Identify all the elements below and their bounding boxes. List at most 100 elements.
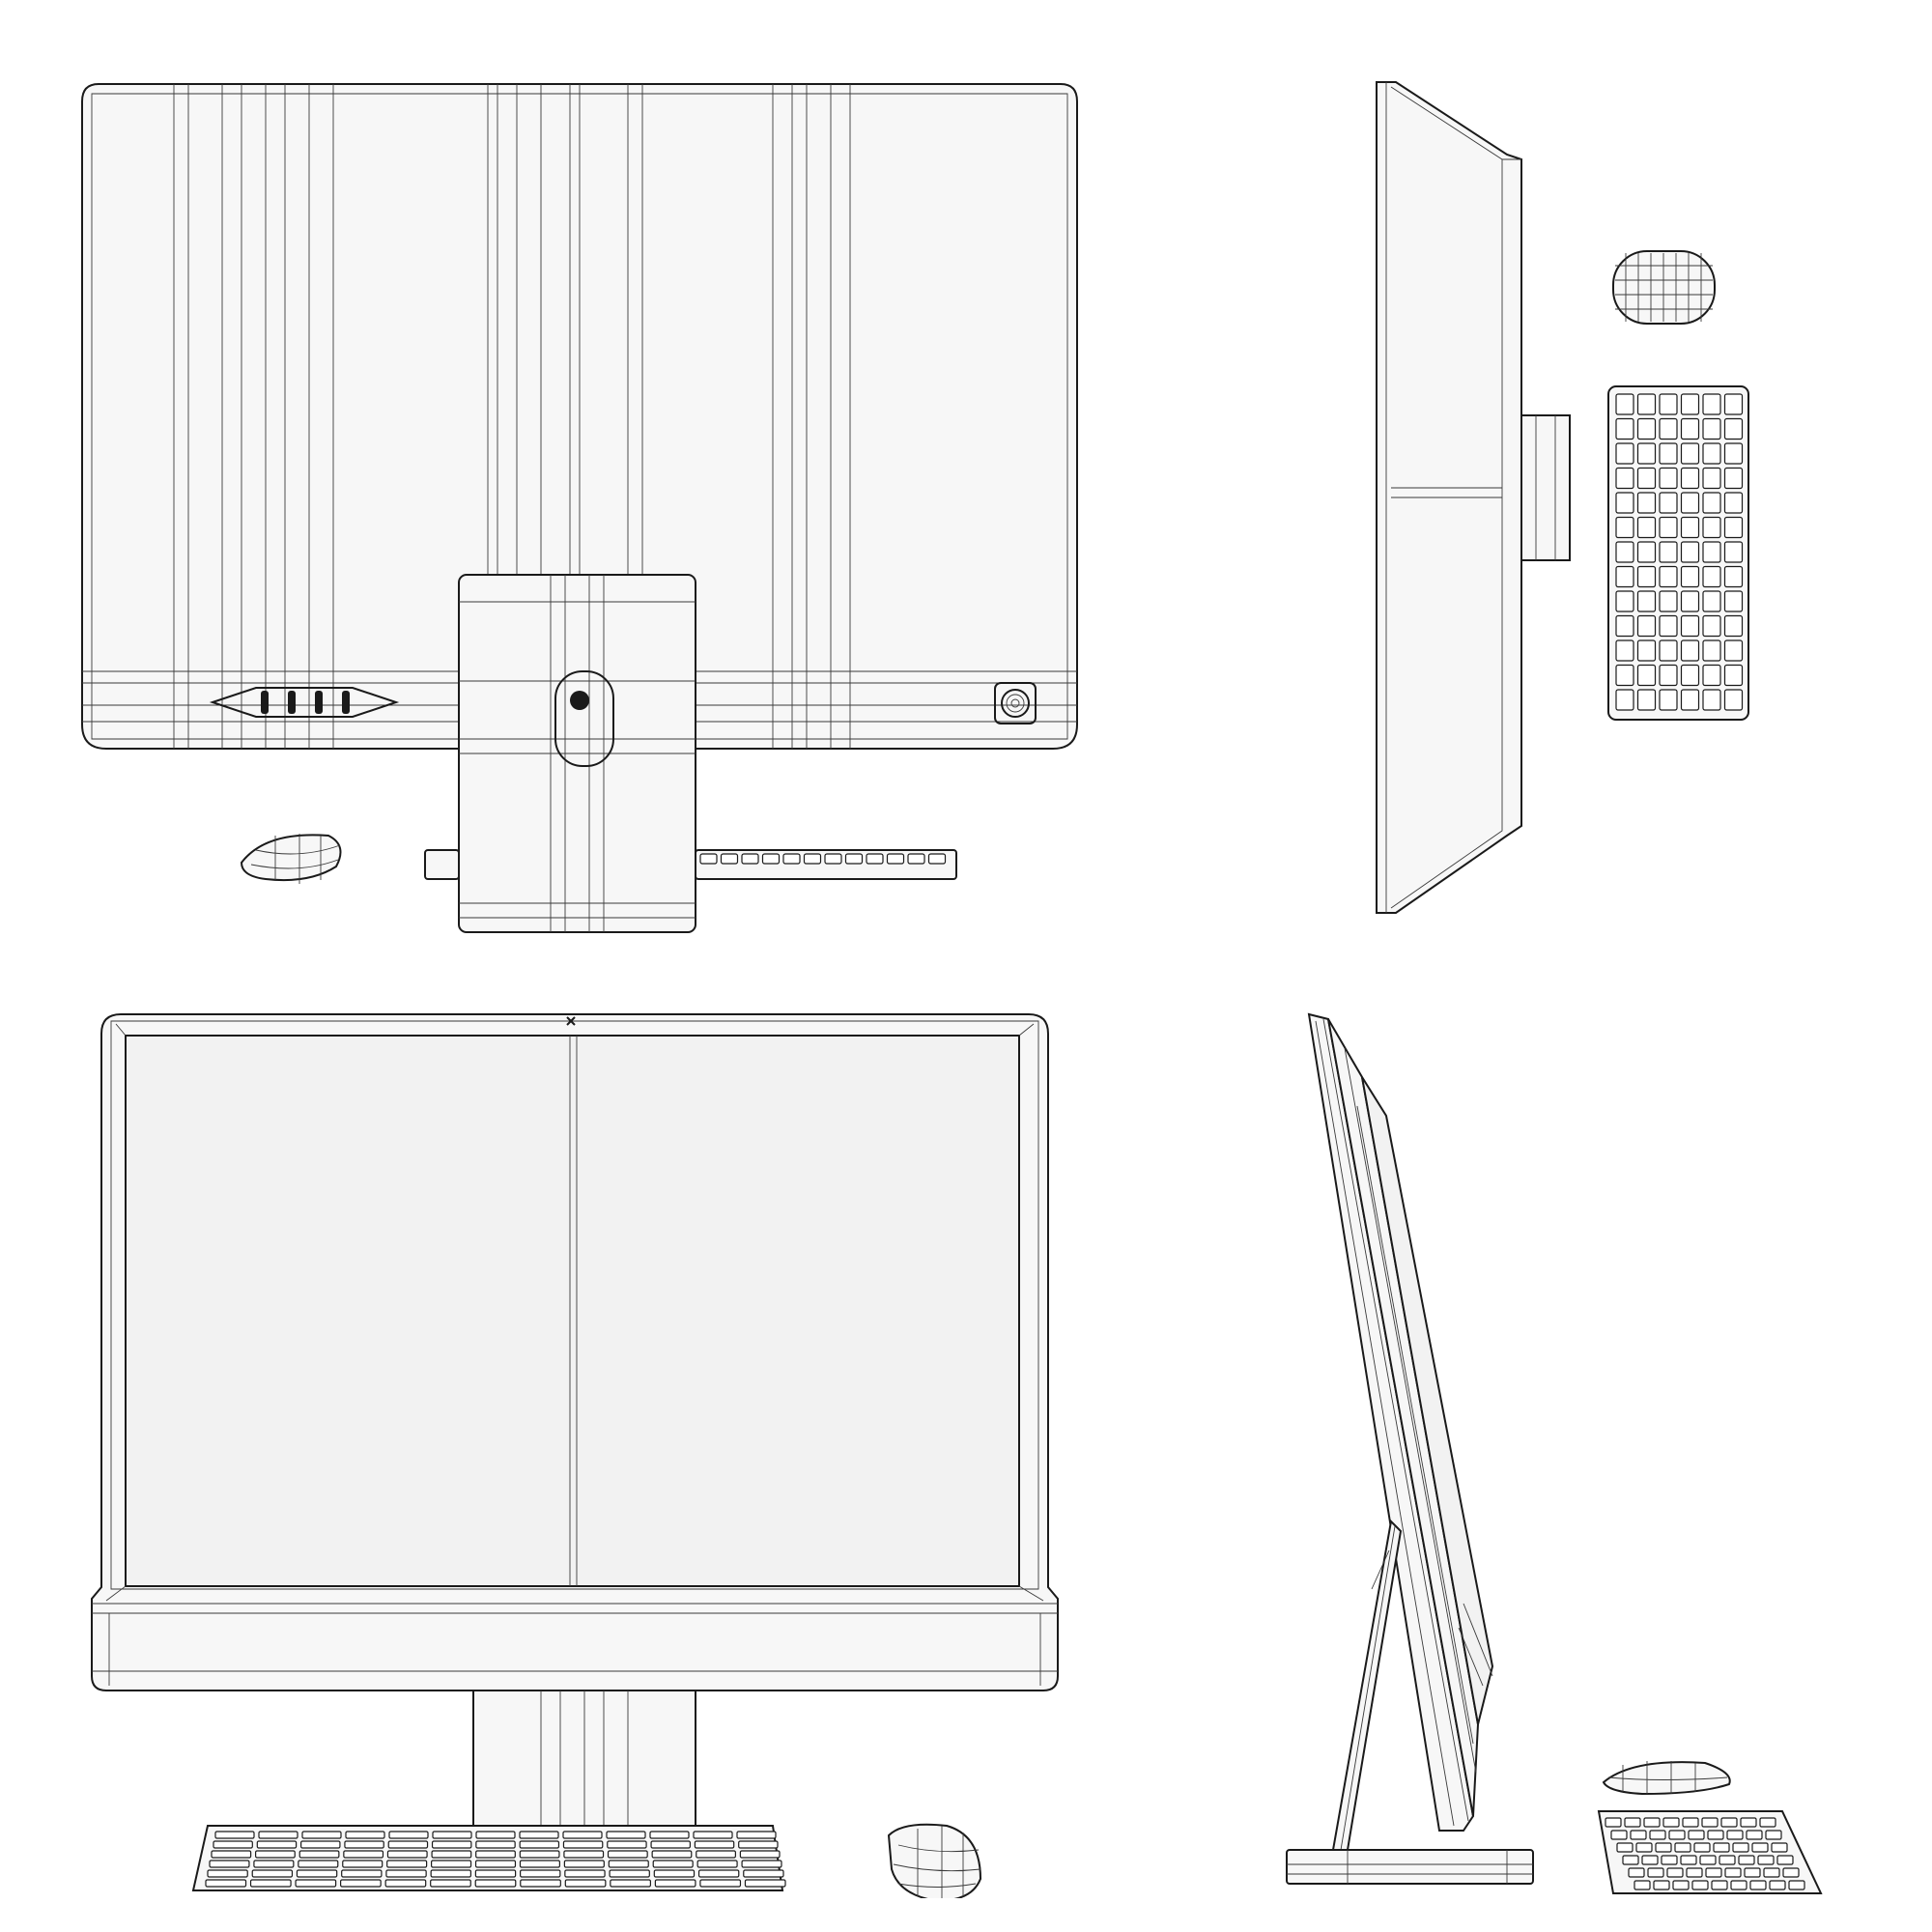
keyboard-key: [251, 1869, 294, 1878]
keyboard-key: [1636, 467, 1657, 490]
keyboard-key: [298, 1850, 340, 1859]
keyboard-key: [1635, 1842, 1653, 1853]
keyboard-key: [1699, 1855, 1717, 1865]
keyboard-key: [1666, 1867, 1684, 1878]
keyboard-key: [209, 1860, 250, 1868]
keyboard-key: [386, 1850, 428, 1859]
keyboard-key: [1691, 1880, 1709, 1890]
keyboard-key: [1723, 689, 1744, 711]
keyboard-key: [256, 1840, 298, 1849]
keyboard-key: [340, 1879, 382, 1888]
keyboard-key: [258, 1831, 298, 1839]
keyboard-key: [1769, 1880, 1786, 1890]
keyboard-key: [1723, 467, 1744, 490]
keyboard-rear: [424, 849, 957, 880]
keyboard-key: [1680, 467, 1700, 490]
keyboard-key: [1702, 417, 1721, 440]
keyboard-key: [342, 1860, 384, 1868]
keyboard-key: [1615, 442, 1634, 465]
keyboard-key: [736, 1831, 777, 1839]
keyboard-key: [907, 853, 925, 865]
keyboard-key: [1659, 516, 1678, 539]
keyboard-key: [1615, 689, 1634, 711]
keyboard-key: [298, 1860, 339, 1868]
keyboard-key: [1746, 1830, 1763, 1840]
keyboard-key: [927, 853, 947, 865]
keyboard-key: [1788, 1880, 1805, 1890]
keyboard-key: [1707, 1830, 1724, 1840]
keyboard-key: [1628, 1867, 1645, 1878]
keyboard-key: [1659, 590, 1678, 612]
keyboard-key: [1711, 1880, 1728, 1890]
keyboard-key: [1615, 467, 1634, 490]
keyboard-key: [761, 853, 781, 865]
keyboard-key: [607, 1850, 648, 1859]
keyboard-key: [296, 1869, 338, 1878]
keyboard-key: [430, 1879, 471, 1888]
keyboard-key: [1647, 1867, 1664, 1878]
keyboard-key: [1726, 1830, 1744, 1840]
keyboard-key: [1622, 1855, 1639, 1865]
keyboard-key: [651, 1850, 693, 1859]
keyboard-key: [564, 1869, 606, 1878]
keyboard-key: [1723, 541, 1744, 563]
keyboard-key: [803, 853, 822, 865]
keyboard-key: [1641, 1855, 1659, 1865]
rear-view: [68, 72, 1092, 942]
keyboard-key: [1702, 492, 1721, 514]
keyboard-key: [1615, 590, 1634, 612]
keyboard-key: [609, 1869, 650, 1878]
keyboard-key: [1763, 1867, 1780, 1878]
keyboard-key: [1723, 516, 1744, 539]
keyboard-key: [475, 1831, 516, 1839]
keyboard-key: [1680, 639, 1700, 662]
keyboard-key: [1615, 639, 1634, 662]
keyboard-key: [431, 1840, 472, 1849]
keyboard-key: [844, 853, 864, 865]
keyboard-key: [1680, 614, 1700, 638]
keyboard-key: [385, 1869, 427, 1878]
keyboard-key: [1636, 590, 1657, 612]
keyboard-key: [1693, 1842, 1711, 1853]
keyboard-key: [1636, 442, 1657, 465]
keyboard-key: [1702, 590, 1721, 612]
keyboard-key: [1682, 1817, 1699, 1828]
keyboard-key: [744, 1879, 786, 1888]
keyboard-key: [1636, 492, 1657, 514]
keyboard-key: [782, 853, 801, 865]
keyboard-key: [741, 1860, 782, 1868]
keyboard-key: [431, 1860, 472, 1868]
keyboard-key: [696, 1850, 736, 1859]
keyboard-key: [720, 853, 739, 865]
keyboard-key: [431, 1850, 472, 1859]
keyboard-key: [344, 1840, 384, 1849]
keyboard-key: [694, 1840, 735, 1849]
keyboard-key: [1610, 1830, 1628, 1840]
keyboard-key: [1615, 393, 1634, 415]
keyboard-key: [1688, 1830, 1705, 1840]
keyboard-key: [1659, 664, 1678, 687]
keyboard-key: [519, 1850, 560, 1859]
keyboard-key: [1702, 614, 1721, 638]
keyboard-key: [564, 1879, 607, 1888]
keyboard-key: [430, 1869, 471, 1878]
keyboard-key: [1615, 516, 1634, 539]
keyboard-key: [474, 1869, 517, 1878]
keyboard-key: [1655, 1842, 1672, 1853]
keyboard-key: [1636, 664, 1657, 687]
keyboard-key: [699, 1879, 742, 1888]
keyboard-key: [693, 1831, 733, 1839]
keyboard-key: [1649, 1830, 1666, 1840]
keyboard-key: [824, 853, 842, 865]
keyboard-key: [1751, 1842, 1769, 1853]
keyboard-key: [1738, 1855, 1755, 1865]
side-view: [1275, 1009, 1874, 1898]
keyboard-key: [610, 1879, 651, 1888]
keyboard-key: [1659, 442, 1678, 465]
keyboard-key: [1723, 393, 1744, 415]
keyboard-key: [474, 1879, 517, 1888]
mouse-side: [1602, 1761, 1731, 1796]
keyboard-key: [1636, 417, 1657, 440]
keyboard-key: [1662, 1817, 1680, 1828]
monitor-side-profile: [1307, 1012, 1494, 1832]
